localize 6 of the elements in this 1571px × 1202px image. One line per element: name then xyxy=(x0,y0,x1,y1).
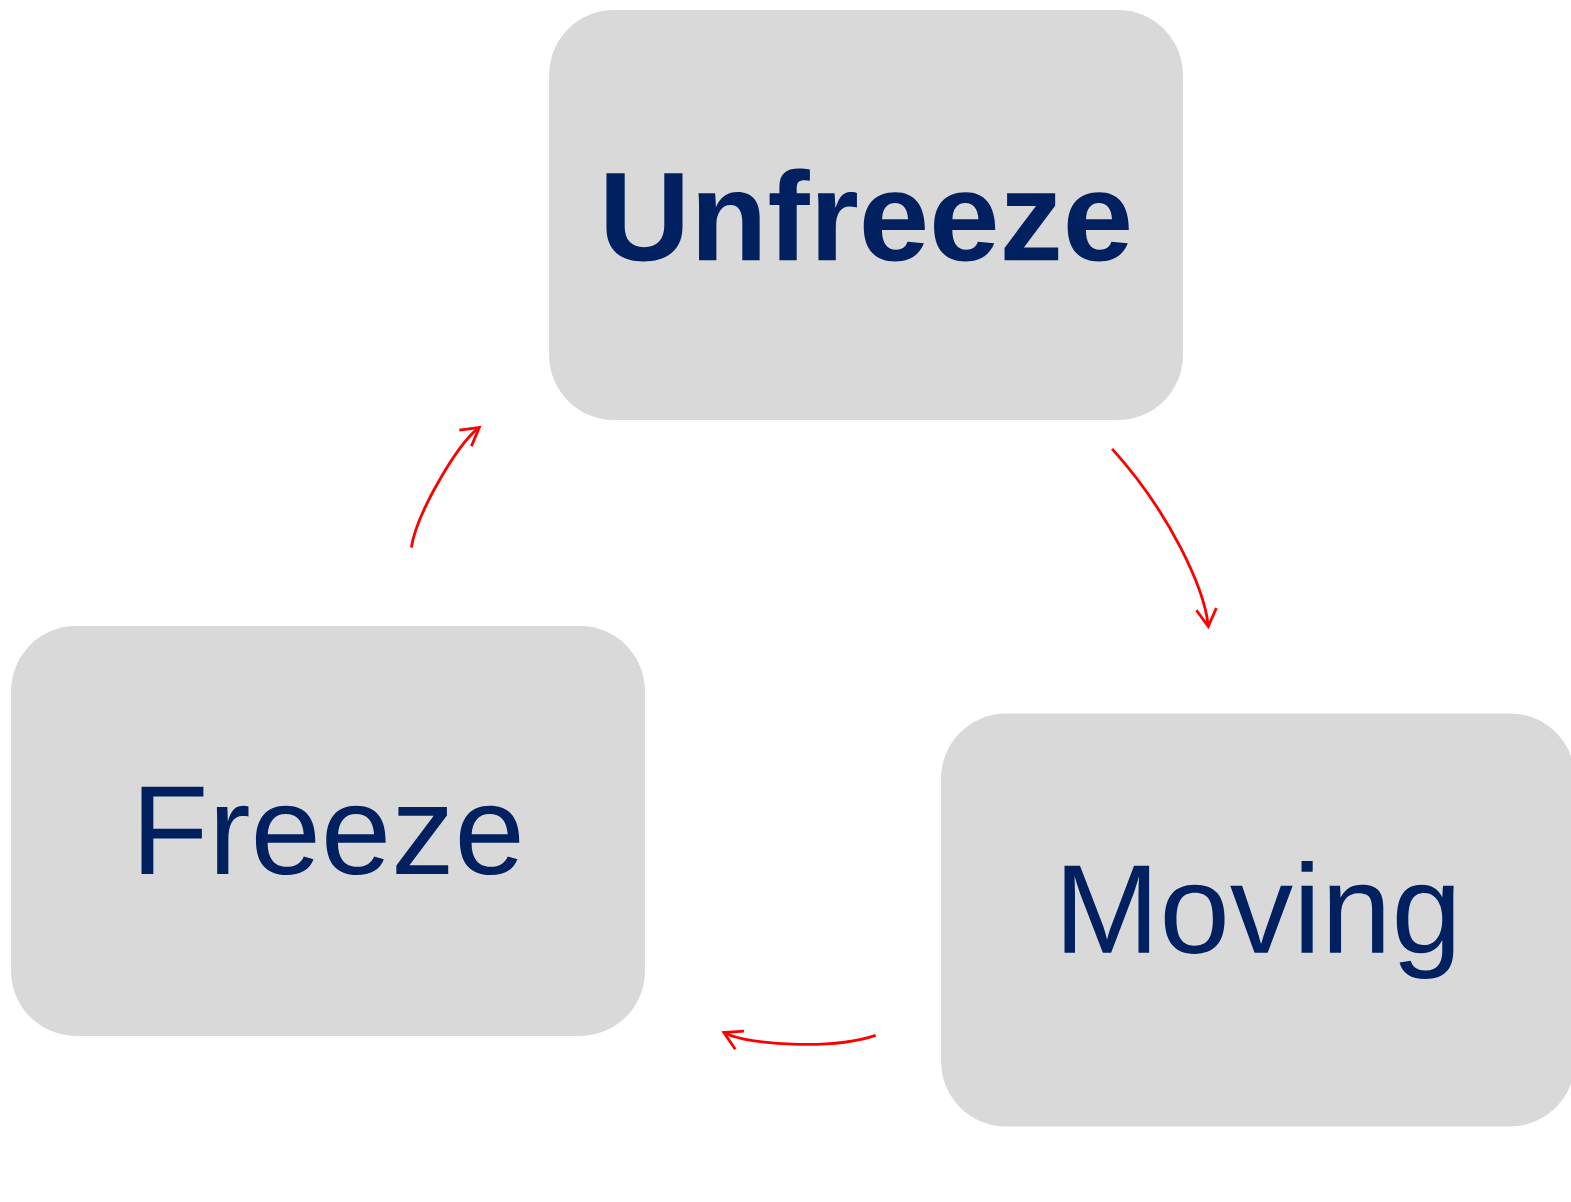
process-box: Unfreeze xyxy=(549,10,1183,420)
process-box: Freeze xyxy=(11,626,645,1036)
arrow xyxy=(1111,448,1218,630)
arrow xyxy=(721,1029,877,1050)
process-box: Moving xyxy=(941,713,1571,1127)
arrow xyxy=(409,425,482,548)
